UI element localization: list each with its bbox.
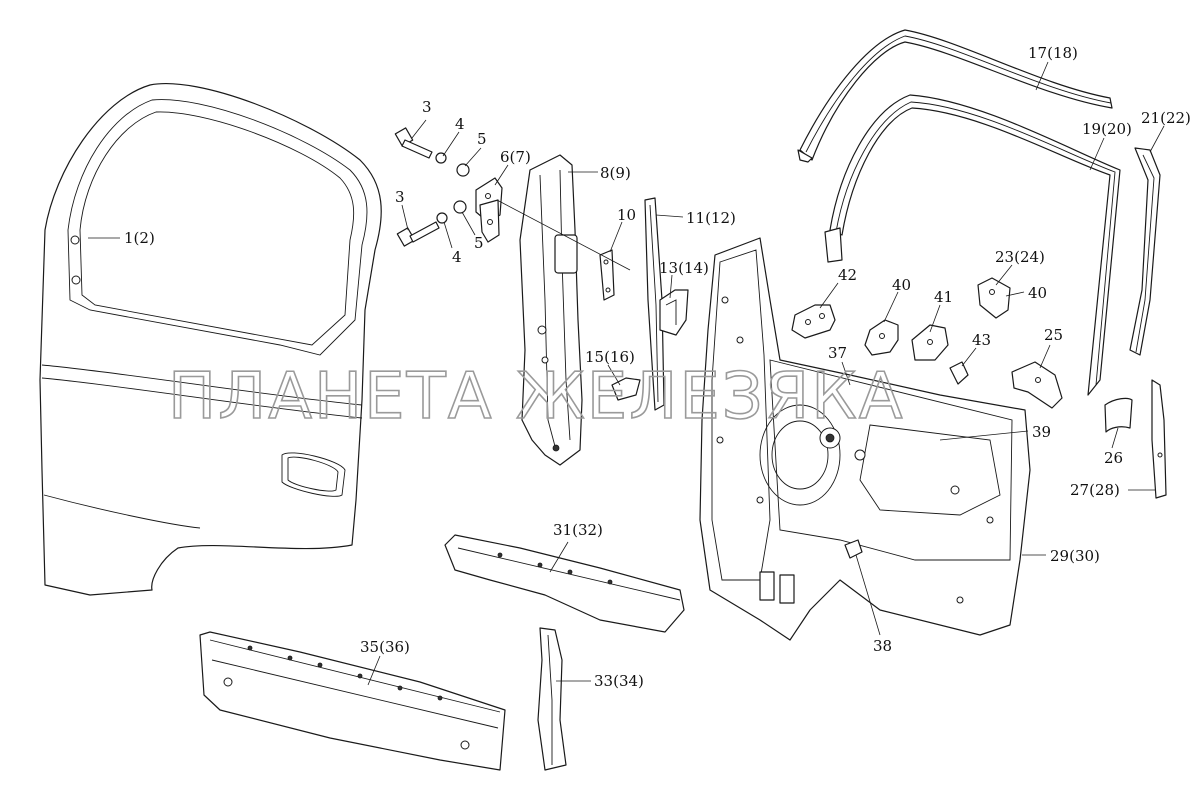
leader-lines (88, 61, 1165, 686)
hinge-washer-lower-5 (453, 200, 467, 214)
callout-15: 15(16) (585, 348, 635, 366)
callout-42: 42 (838, 266, 857, 284)
callout-4-upper: 4 (455, 115, 465, 133)
callout-29: 29(30) (1050, 547, 1100, 565)
callout-3-lower: 3 (395, 188, 405, 206)
callout-10: 10 (617, 206, 636, 224)
callout-39: 39 (1032, 423, 1051, 441)
callout-1: 1(2) (124, 229, 155, 247)
watermark-text: ПЛАНЕТА ЖЕЛЕЗЯКА (168, 360, 904, 434)
part-bracket-43 (949, 361, 969, 385)
part-bracket-23 (977, 277, 1011, 319)
part-pillar-27 (1151, 379, 1167, 499)
callout-43: 43 (972, 331, 991, 349)
callout-25: 25 (1044, 326, 1063, 344)
part-cross-member-31 (444, 534, 685, 633)
callout-23: 23(24) (995, 248, 1045, 266)
part-pillar-trim-21 (1129, 147, 1161, 356)
callout-27: 27(28) (1070, 481, 1120, 499)
callout-11: 11(12) (686, 209, 736, 227)
part-bracket-42 (791, 304, 836, 339)
callout-5-lower: 5 (474, 234, 484, 252)
hinge-bolt-lower (396, 221, 440, 247)
callout-5-upper: 5 (477, 130, 487, 148)
callout-31: 31(32) (553, 521, 603, 539)
callout-labels: 1(2) 3 4 5 3 4 5 6(7) 8(9) 10 11(12) 13(… (124, 44, 1191, 690)
part-bracket-40 (864, 319, 899, 356)
callout-8: 8(9) (600, 164, 631, 182)
callout-19: 19(20) (1082, 120, 1132, 138)
callout-40-left: 40 (892, 276, 911, 294)
part-bracket-41 (911, 324, 949, 361)
callout-3-upper: 3 (422, 98, 432, 116)
hinge-washer-lower-4 (436, 212, 448, 224)
callout-38: 38 (873, 637, 892, 655)
part-glass-run-channel (644, 197, 665, 411)
callout-17: 17(18) (1028, 44, 1078, 62)
part-bracket-13 (659, 289, 689, 336)
callout-21: 21(22) (1141, 109, 1191, 127)
callout-13: 13(14) (659, 259, 709, 277)
part-pillar-33 (537, 627, 567, 771)
part-roof-rail-inner (824, 94, 1121, 396)
callout-26: 26 (1104, 449, 1123, 467)
part-bracket-10 (599, 249, 615, 301)
part-bracket-25 (1011, 361, 1063, 409)
part-a-pillar-inner (519, 154, 583, 466)
hinge-washer-upper-5 (456, 163, 470, 177)
part-roof-rail-outer (797, 29, 1113, 163)
hinge-washer-upper-4 (435, 152, 447, 164)
part-cross-member-35 (199, 631, 506, 771)
part-trim-26 (1104, 397, 1133, 433)
part-side-outer-panel (39, 83, 382, 596)
callout-33: 33(34) (594, 672, 644, 690)
callout-41: 41 (934, 288, 953, 306)
callout-4-lower: 4 (452, 248, 462, 266)
hinge-bolt-upper (394, 127, 433, 159)
part-door-inner-panel (699, 237, 1031, 641)
callout-35: 35(36) (360, 638, 410, 656)
callout-6: 6(7) (500, 148, 531, 166)
callout-40-right: 40 (1028, 284, 1047, 302)
callout-37: 37 (828, 344, 847, 362)
part-door-hinge (475, 177, 503, 243)
